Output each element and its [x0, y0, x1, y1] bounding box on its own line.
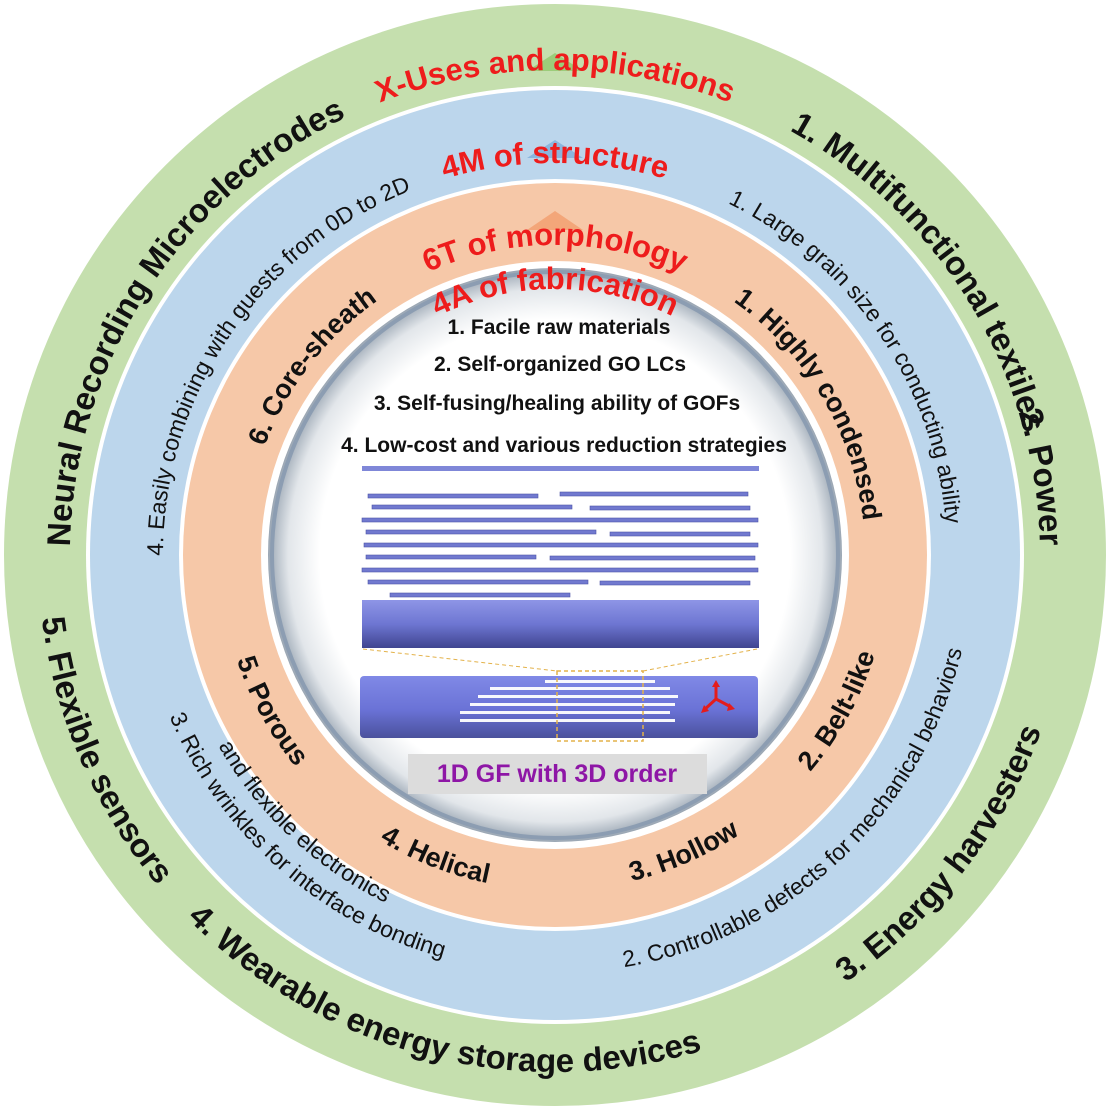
arrow-up-orange-icon	[527, 211, 583, 230]
graphene-lamellae-illustration	[361, 466, 759, 648]
xyz-axes-icon	[701, 680, 735, 713]
center-item-3: 3. Self-fusing/healing ability of GOFs	[374, 392, 740, 415]
arrow-up-blue-icon	[527, 140, 583, 158]
zoom-guide-lines	[362, 648, 758, 672]
graphene-fiber-illustration	[360, 670, 758, 742]
center-item-2: 2. Self-organized GO LCs	[434, 353, 686, 376]
center-item-4: 4. Low-cost and various reduction strate…	[341, 434, 787, 457]
center-label: 1D GF with 3D order	[437, 760, 678, 788]
center-disc-border	[270, 270, 840, 840]
center-item-1: 1. Facile raw materials	[448, 316, 671, 339]
arrow-up-green-icon	[527, 53, 583, 71]
center-label-box	[408, 754, 707, 794]
